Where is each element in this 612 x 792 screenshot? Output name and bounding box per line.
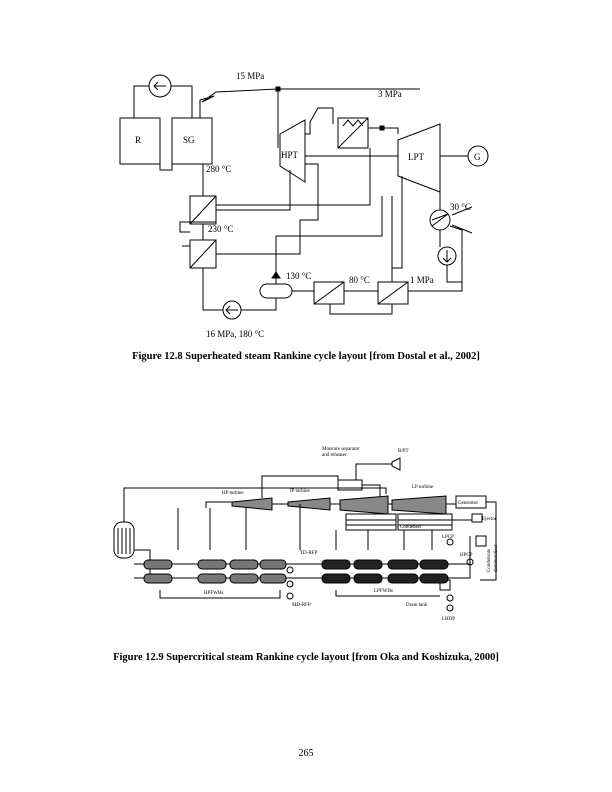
- label-reactor: R: [135, 135, 141, 145]
- label-lpcp: LPCP: [442, 535, 454, 540]
- figure-12-9-caption: Figure 12.9 Supercritical steam Rankine …: [113, 652, 499, 663]
- lp-fwh-2a: [353, 559, 383, 570]
- ldp-pump-2: [446, 604, 454, 612]
- label-demineralizer: demineralizer: [494, 544, 499, 572]
- label-230c: 230 °C: [208, 224, 233, 234]
- label-15mpa: 15 MPa: [236, 71, 264, 81]
- label-hpt: HPT: [281, 150, 299, 160]
- td-rfp-pump: [286, 566, 294, 574]
- lp-fwh-4a: [419, 559, 449, 570]
- label-ejector: Ejector: [482, 517, 497, 522]
- label-generator: G: [474, 152, 481, 162]
- md-rfp-pump-2: [286, 592, 294, 600]
- reactor-vessel: [113, 521, 135, 559]
- label-lpfwhs: LPFWHs: [374, 589, 393, 594]
- lp-turbine-1: [339, 495, 389, 515]
- label-80c: 80 °C: [349, 275, 370, 285]
- label-hpcp: HPCP: [460, 553, 473, 558]
- label-generator: Generator: [458, 501, 478, 506]
- md-rfp-pump: [286, 580, 294, 588]
- label-ip-turbine: IP turbine: [290, 489, 310, 494]
- label-lp-turbine: LP turbine: [412, 485, 434, 490]
- label-hp-turbine: HP turbine: [222, 491, 244, 496]
- label-drain-tank: Drain tank: [406, 603, 428, 608]
- hp-fwh-1a: [143, 559, 173, 570]
- hp-fwh-2a: [197, 559, 227, 570]
- reheater-box: [337, 117, 369, 149]
- label-sg: SG: [183, 135, 195, 145]
- figure-12-9-diagram: Moisture separator and reheater B/PT HP …: [113, 447, 499, 622]
- hp-turbine: [231, 497, 273, 511]
- label-and-reheater: and reheater: [322, 453, 347, 458]
- lp-heater-1: [313, 281, 345, 305]
- label-md-rfp: MD-RFP: [292, 603, 311, 608]
- hp-fwh-2b: [197, 573, 227, 584]
- ejector-box: [471, 513, 483, 523]
- label-td-rfp: TD-RFP: [300, 551, 317, 556]
- label-condenser: Condenser: [400, 525, 422, 530]
- deaerator-drum: [259, 283, 293, 299]
- hp-fwh-4b: [259, 573, 287, 584]
- generator-circle: [467, 145, 489, 167]
- demineralizer-box: [475, 535, 487, 547]
- hp-fwh-1b: [143, 573, 173, 584]
- hp-turbine-shape: [279, 119, 306, 183]
- figure-12-8-diagram: 15 MPa 3 MPa R SG HPT LPT G 280 °C 230 °…: [119, 71, 489, 339]
- lpcp-pump: [446, 538, 454, 546]
- label-3mpa: 3 MPa: [378, 89, 402, 99]
- lp-fwh-2b: [353, 573, 383, 584]
- condenser-1: [345, 513, 397, 531]
- lp-turbine-2: [391, 495, 447, 515]
- label-lpt: LPT: [408, 152, 425, 162]
- label-1mpa: 1 MPa: [410, 275, 434, 285]
- label-hpfwhs: HPFWHs: [204, 591, 224, 596]
- hp-fwh-4a: [259, 559, 287, 570]
- label-ldp: LHDP: [442, 617, 455, 622]
- bfpt-turbine: [391, 457, 401, 471]
- lp-fwh-3b: [387, 573, 419, 584]
- label-moisture-separator: Moisture separator: [322, 447, 360, 452]
- lp-fwh-1a: [321, 559, 351, 570]
- lp-heater-2: [377, 281, 409, 305]
- lp-fwh-3a: [387, 559, 419, 570]
- ip-turbine: [287, 497, 331, 511]
- label-condensate: Condensate: [487, 548, 492, 572]
- figure-12-8-caption: Figure 12.8 Superheated steam Rankine cy…: [132, 351, 480, 362]
- reactor-box: [119, 117, 161, 165]
- lp-fwh-1b: [321, 573, 351, 584]
- label-280c: 280 °C: [206, 164, 231, 174]
- label-pump-outlet: 16 MPa, 180 °C: [206, 329, 264, 339]
- condenser-2: [397, 513, 453, 531]
- label-130c: 130 °C: [286, 271, 311, 281]
- page-number: 265: [298, 748, 314, 759]
- label-bfpt: B/PT: [398, 449, 409, 454]
- ldp-pump: [446, 594, 454, 602]
- hp-fwh-3b: [229, 573, 259, 584]
- lp-fwh-4b: [419, 573, 449, 584]
- label-30c: 30 °C: [450, 202, 471, 212]
- hp-fwh-3a: [229, 559, 259, 570]
